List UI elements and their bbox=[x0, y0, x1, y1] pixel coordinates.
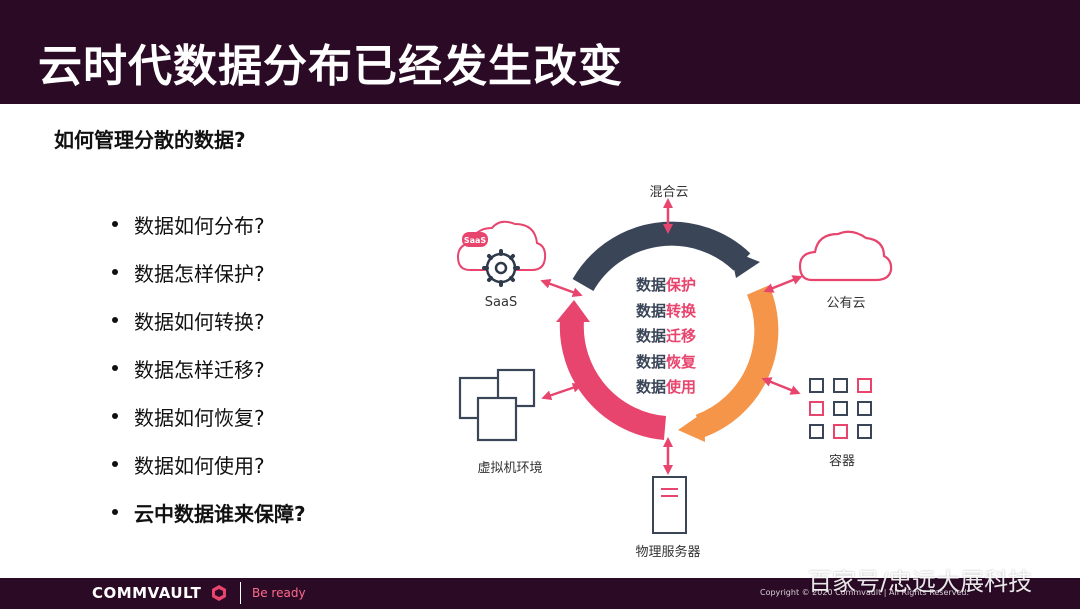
connector-arrow bbox=[541, 382, 583, 401]
public-cloud-icon bbox=[798, 230, 893, 282]
connector-arrow bbox=[761, 377, 801, 395]
bullet-icon bbox=[112, 509, 118, 515]
list-item: 数据怎样保护? bbox=[112, 248, 412, 296]
hybrid-cloud-label: 混合云 bbox=[649, 185, 689, 200]
svg-text:SaaS: SaaS bbox=[464, 236, 487, 245]
gear-icon bbox=[482, 249, 520, 287]
list-item: 数据如何使用? bbox=[112, 440, 412, 488]
lifecycle-stage: 数据恢复 bbox=[636, 352, 697, 371]
bullet-icon bbox=[112, 365, 118, 371]
saas-label: SaaS bbox=[484, 295, 518, 310]
physical-server-label: 物理服务器 bbox=[635, 545, 701, 560]
virtual-env-label: 虚拟机环境 bbox=[477, 461, 543, 476]
copyright-text: Copyright © 2020 Commvault | All Rights … bbox=[760, 588, 970, 597]
connector-arrow bbox=[763, 275, 803, 293]
brand-tagline: Be ready bbox=[252, 586, 306, 600]
brand-name: COMMVAULT bbox=[92, 584, 202, 602]
lifecycle-stage: 数据迁移 bbox=[636, 327, 697, 345]
virtual-machine-icon bbox=[458, 368, 536, 442]
cycle-arrow-pink bbox=[556, 300, 667, 440]
bullet-icon bbox=[112, 221, 118, 227]
lifecycle-stage: 数据使用 bbox=[636, 378, 697, 396]
list-item: 数据怎样迁移? bbox=[112, 344, 412, 392]
bullet-icon bbox=[112, 269, 118, 275]
commvault-logo-icon bbox=[212, 585, 226, 601]
containers-label: 容器 bbox=[828, 454, 856, 469]
containers-icon bbox=[809, 378, 872, 439]
footer-divider bbox=[240, 582, 241, 604]
watermark-text: 百家号/忠远大展科技 bbox=[808, 568, 1033, 596]
slide-subtitle: 如何管理分散的数据? bbox=[54, 128, 246, 152]
lifecycle-stage: 数据转换 bbox=[636, 301, 697, 320]
saas-cloud-icon bbox=[456, 220, 547, 271]
server-icon bbox=[652, 476, 687, 534]
bullet-icon bbox=[112, 413, 118, 419]
list-item: 云中数据谁来保障? bbox=[112, 488, 412, 536]
list-item: 数据如何转换? bbox=[112, 296, 412, 344]
cycle-arrow-navy bbox=[572, 221, 760, 292]
saas-badge: SaaS bbox=[462, 232, 488, 247]
title-bar: 云时代数据分布已经发生改变 bbox=[0, 0, 1080, 104]
cycle-arrow-orange bbox=[678, 285, 779, 442]
data-lifecycle-diagram: SaaS bbox=[456, 198, 893, 534]
public-cloud-label: 公有云 bbox=[826, 296, 866, 311]
connector-arrow bbox=[540, 279, 583, 297]
lifecycle-stage: 数据保护 bbox=[636, 276, 697, 294]
lifecycle-stage-list: 数据保护 数据转换 数据迁移 数据恢复 数据使用 bbox=[636, 274, 696, 402]
bullet-icon bbox=[112, 317, 118, 323]
slide-title: 云时代数据分布已经发生改变 bbox=[38, 41, 623, 92]
footer-bar: COMMVAULT Be ready Copyright © 2020 Comm… bbox=[0, 578, 1080, 609]
list-item: 数据如何分布? bbox=[112, 200, 412, 248]
list-item: 数据如何恢复? bbox=[112, 392, 412, 440]
question-list: 数据如何分布? 数据怎样保护? 数据如何转换? 数据怎样迁移? 数据如何恢复? … bbox=[112, 200, 412, 536]
bullet-icon bbox=[112, 461, 118, 467]
